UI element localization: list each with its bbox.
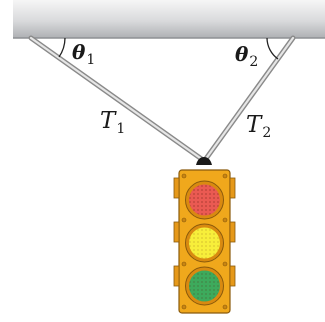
theta2-arc xyxy=(266,37,279,60)
theta2-subscript: 2 xyxy=(249,54,259,70)
traffic-light xyxy=(173,169,236,314)
cable-right xyxy=(202,35,296,163)
ceiling xyxy=(13,0,325,38)
red-light xyxy=(185,180,224,220)
theta1-subscript: 1 xyxy=(86,52,96,68)
tension2-subscript: 2 xyxy=(262,125,272,141)
theta1-label: θ1 xyxy=(72,40,95,68)
tension1-symbol: T xyxy=(100,108,116,134)
theta2-label: θ2 xyxy=(235,42,258,70)
tension2-label: T2 xyxy=(246,112,272,141)
green-light xyxy=(185,266,224,306)
tension2-symbol: T xyxy=(246,112,262,138)
hanger-knot xyxy=(196,157,212,165)
tension1-subscript: 1 xyxy=(116,121,126,137)
cable-left xyxy=(28,35,206,163)
theta2-symbol: θ xyxy=(235,42,249,66)
yellow-light xyxy=(185,223,224,263)
tension1-label: T1 xyxy=(100,108,126,137)
theta1-symbol: θ xyxy=(72,40,86,64)
theta1-arc xyxy=(58,37,66,58)
